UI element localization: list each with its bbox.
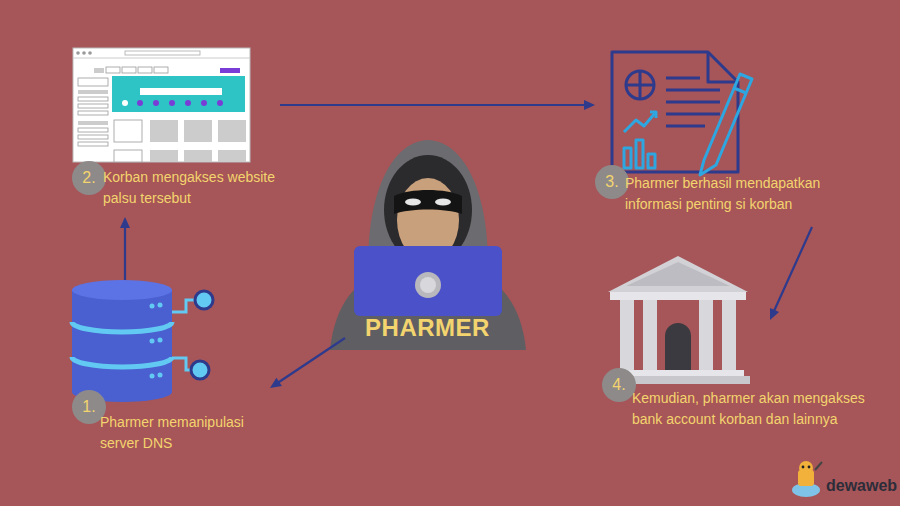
- arrow-head: [120, 217, 130, 228]
- step-node: 1.Pharmer memanipulasi server DNS: [68, 280, 270, 460]
- arrow-head: [770, 308, 779, 320]
- step-caption: Kemudian, pharmer akan mengakses bank ac…: [632, 388, 868, 430]
- step-caption: Pharmer memanipulasi server DNS: [100, 412, 266, 454]
- hacker-figure: [330, 140, 526, 350]
- flow-arrow: [280, 100, 595, 110]
- step-node: 3.Pharmer berhasil mendapatkan informasi…: [595, 45, 847, 227]
- website-icon: [73, 48, 250, 162]
- callout-number: 3.: [595, 165, 629, 199]
- dns-server-icon: [72, 280, 213, 402]
- arrow-line: [774, 227, 812, 312]
- document-icon: [612, 52, 752, 175]
- actor-title: PHARMER: [345, 313, 510, 343]
- flow-arrow: [270, 338, 345, 388]
- arrow-head: [584, 100, 595, 110]
- arrow-line: [277, 338, 345, 383]
- watermark: dewaweb: [826, 476, 897, 496]
- step-caption: Korban mengakses website palsu tersebut: [103, 167, 275, 209]
- actor-node: PHARMER: [345, 135, 514, 347]
- callout-number: 4.: [602, 368, 636, 402]
- arrow-line: [124, 226, 126, 280]
- flow-arrow: [120, 217, 130, 280]
- bank-icon: [606, 256, 750, 384]
- callout-number: 2.: [72, 161, 106, 195]
- flow-arrow: [770, 227, 812, 320]
- step-node: 2.Korban mengakses website palsu tersebu…: [68, 45, 280, 217]
- arrow-line: [280, 104, 586, 106]
- logo-mascot: [792, 461, 822, 497]
- arrow-head: [270, 378, 282, 388]
- step-node: 4.Kemudian, pharmer akan mengakses bank …: [600, 320, 878, 460]
- step-caption: Pharmer berhasil mendapatkan informasi p…: [625, 173, 843, 215]
